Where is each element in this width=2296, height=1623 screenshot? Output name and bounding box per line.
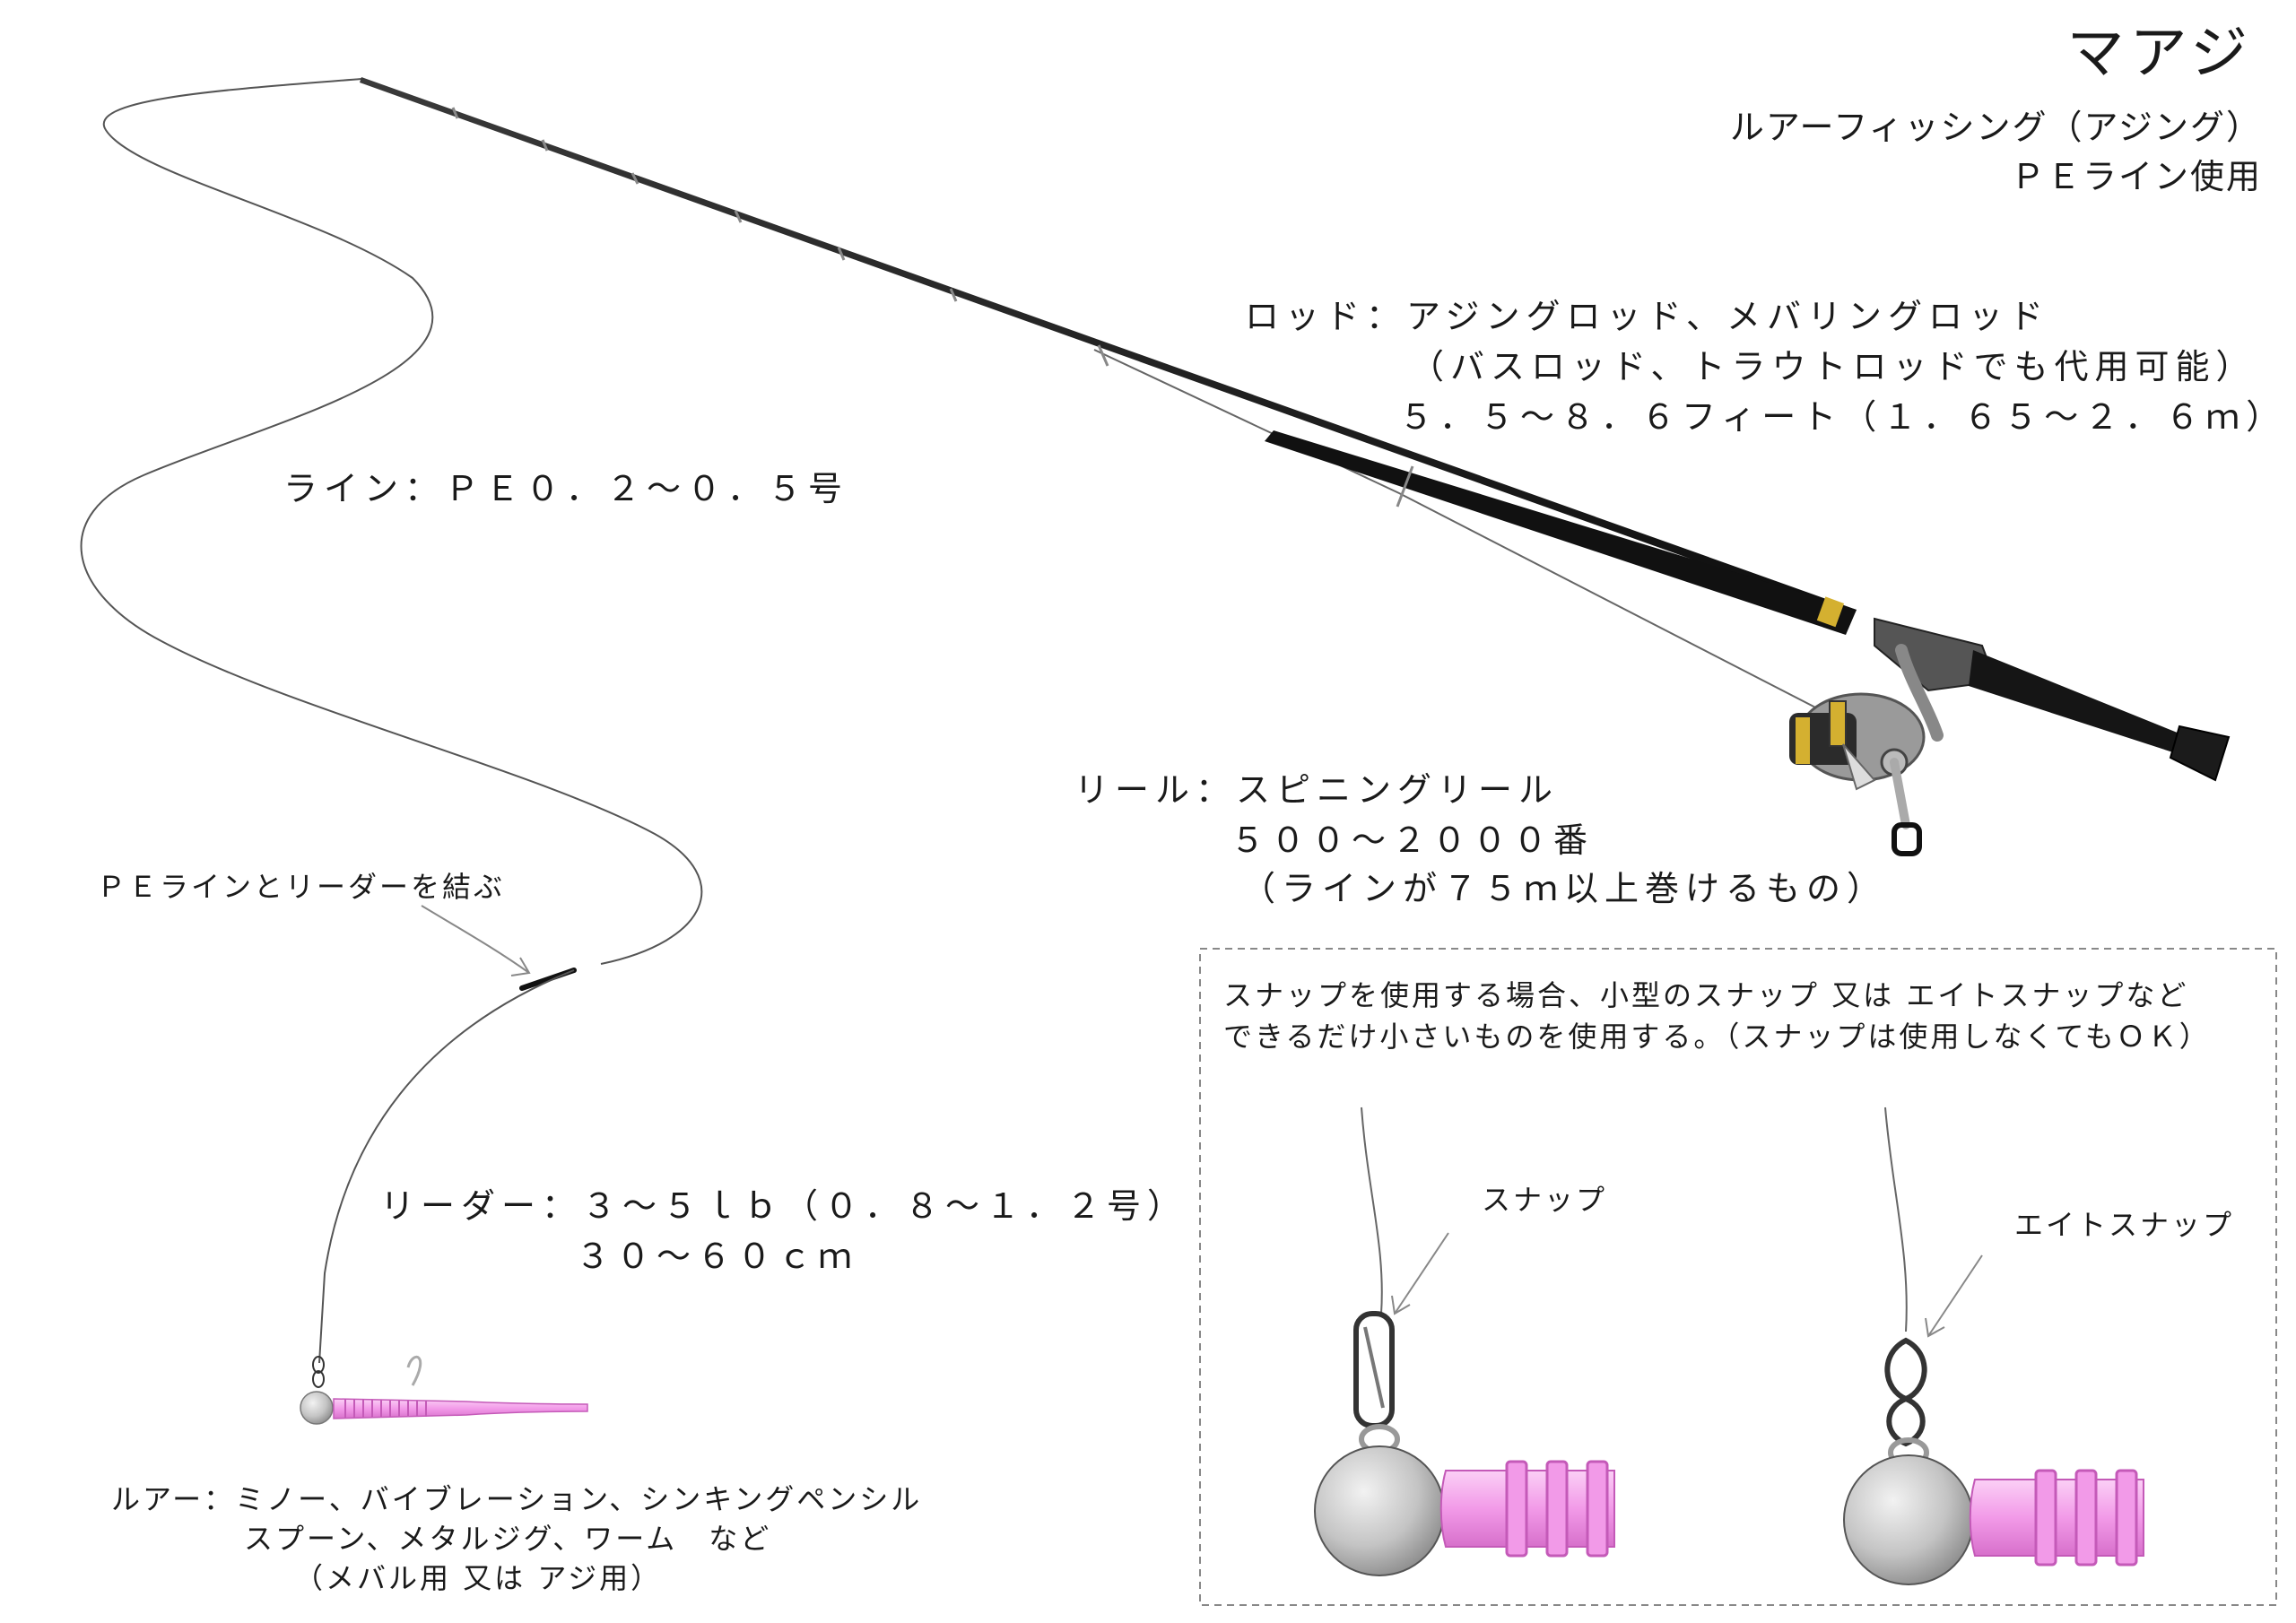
- reel-label-2: ５００～２０００番: [1231, 820, 1595, 860]
- rod-label-2: （バスロッド、トラウトロッドでも代用可能）: [1410, 347, 2257, 386]
- jig-head-icon: [300, 1355, 422, 1425]
- snap-icon: [1314, 1107, 1615, 1576]
- lure-label-3: （メバル用 又は アジ用）: [294, 1561, 663, 1595]
- subtitle-line-1: ルアーフィッシング（アジング）: [1729, 108, 2262, 147]
- reel-label-3: （ラインが７５ｍ以上巻けるもの）: [1241, 869, 1888, 908]
- leader-line: [318, 969, 575, 1364]
- rod-label-3: ５．５～８．６フィート（１．６５～２．６ｍ）: [1399, 397, 2287, 437]
- rod-label-1: ロッド：アジングロッド、メバリングロッド: [1245, 297, 2049, 336]
- snap-label: スナップ: [1482, 1183, 1608, 1217]
- lure-label-1: ルアー：ミノー、バイブレーション、シンキングペンシル: [111, 1482, 923, 1516]
- worm-icon: [333, 1398, 588, 1419]
- fishing-rod-icon: [360, 77, 2231, 782]
- eight-snap-icon: [1843, 1107, 2144, 1585]
- leader-label-1: リーダー：３～５ｌｂ（０．８～１．２号）: [380, 1186, 1188, 1226]
- knot-arrow: [421, 905, 531, 976]
- eight-snap-label: エイトスナップ: [2014, 1208, 2235, 1242]
- snap-note-2: できるだけ小さいものを使用する。（スナップは使用しなくてもＯＫ）: [1223, 1020, 2211, 1054]
- knot-label: ＰＥラインとリーダーを結ぶ: [97, 870, 506, 904]
- eight-snap-arrow: [1925, 1254, 1983, 1338]
- snap-arrow: [1391, 1232, 1449, 1315]
- reel-label-1: リール：スピニングリール: [1074, 770, 1560, 810]
- subtitle-line-2: ＰＥライン使用: [2010, 157, 2262, 196]
- line-label: ライン：ＰＥ０．２～０．５号: [283, 469, 849, 508]
- leader-label-2: ３０～６０ｃｍ: [576, 1237, 859, 1276]
- lure-label-2: スプーン、メタルジグ、ワーム など: [244, 1522, 772, 1556]
- snap-note-1: スナップを使用する場合、小型のスナップ 又は エイトスナップなど: [1223, 978, 2189, 1012]
- line-guides-to-reel: [1093, 349, 1853, 727]
- page-title: マアジ: [2066, 21, 2253, 87]
- pe-line: [80, 78, 703, 965]
- spinning-reel-icon: [1789, 644, 1944, 856]
